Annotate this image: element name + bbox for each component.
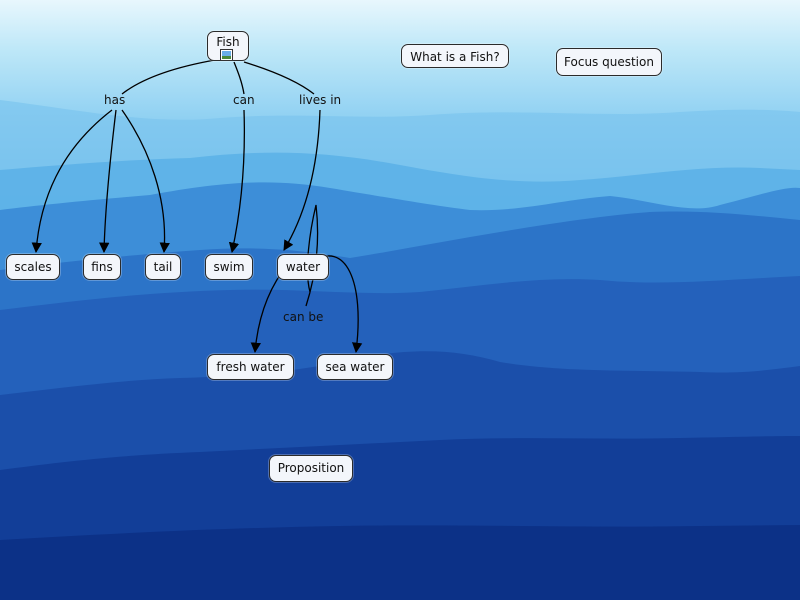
concept-proposition[interactable]: Proposition [269, 455, 353, 482]
arrow-can-be-fresh-water [250, 271, 283, 354]
arrow-can-swim [228, 109, 246, 254]
concept-fins[interactable]: fins [83, 254, 121, 280]
concept-fish[interactable]: Fish [207, 31, 249, 61]
concept-sea-water[interactable]: sea water [317, 354, 393, 380]
concept-what-is-fish[interactable]: What is a Fish? [401, 44, 509, 68]
concept-scales[interactable]: scales [6, 254, 60, 280]
concept-fins-label: fins [91, 260, 113, 274]
concept-fish-label: Fish [216, 35, 240, 49]
arrow-has-fins [99, 109, 117, 254]
concept-swim[interactable]: swim [205, 254, 253, 280]
concept-proposition-label: Proposition [277, 461, 345, 475]
arrow-lives-in-water [283, 109, 321, 251]
line-fish-has [121, 59, 216, 95]
arrow-has-scales [31, 109, 113, 254]
concept-focus-question-label: Focus question [564, 55, 654, 69]
linking-phrase-has[interactable]: has [104, 93, 126, 107]
concept-sea-water-label: sea water [325, 360, 385, 374]
arrow-has-tail [121, 109, 170, 254]
concept-scales-label: scales [14, 260, 52, 274]
concept-tail-label: tail [153, 260, 173, 274]
concept-water-label: water [285, 260, 321, 274]
mountain-foreground [0, 525, 800, 600]
line-fish-can [233, 61, 245, 95]
concept-what-is-fish-label: What is a Fish? [410, 50, 500, 64]
concept-swim-label: swim [213, 260, 245, 274]
linking-phrase-lives-in[interactable]: lives in [299, 93, 342, 107]
concept-fresh-water[interactable]: fresh water [207, 354, 294, 380]
concept-fresh-water-label: fresh water [216, 360, 285, 374]
image-icon[interactable] [220, 49, 233, 61]
concept-tail[interactable]: tail [145, 254, 181, 280]
concept-focus-question[interactable]: Focus question [556, 48, 662, 76]
line-fish-lives-in [243, 61, 315, 95]
linking-phrase-can[interactable]: can [233, 93, 255, 107]
linking-phrase-can-be[interactable]: can be [283, 310, 324, 324]
concept-water[interactable]: water [277, 254, 329, 280]
